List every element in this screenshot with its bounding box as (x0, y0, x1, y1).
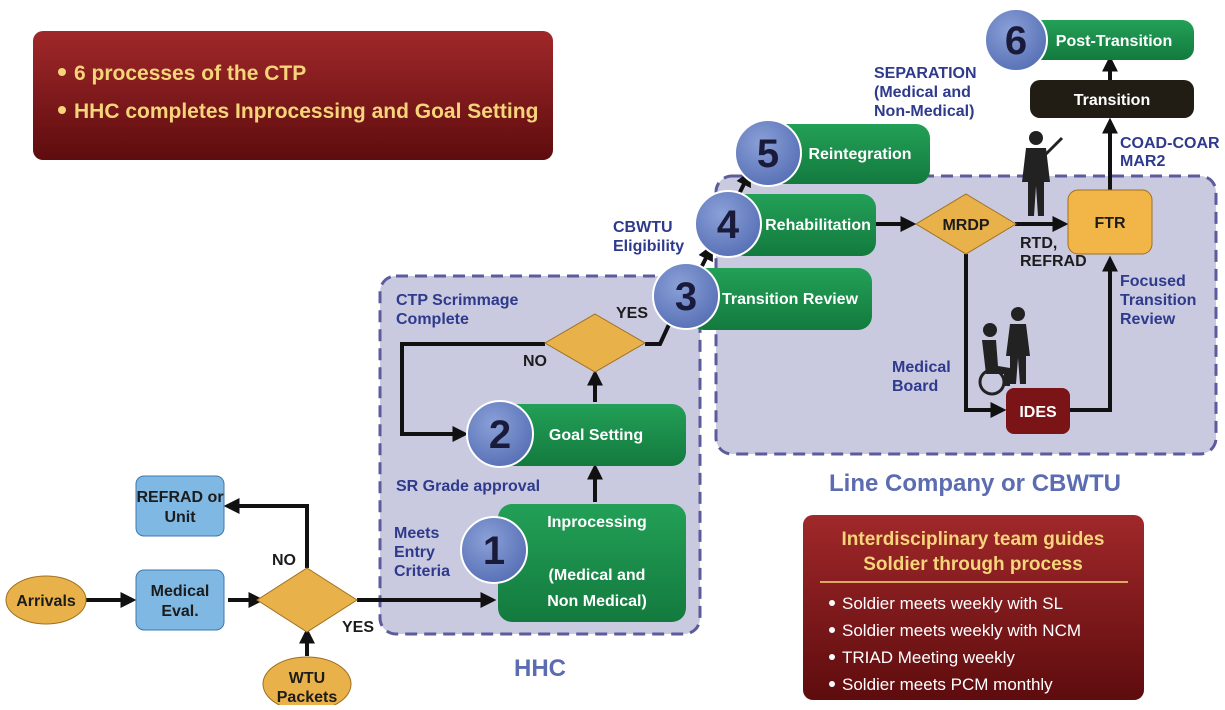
medical-board-figures-icon (978, 307, 1030, 396)
team-box: Interdisciplinary team guides Soldier th… (803, 515, 1144, 700)
step-2-goal-setting: Goal Setting 2 (466, 400, 686, 468)
meets-entry-label-3: Criteria (394, 563, 450, 580)
entry-decision-diamond (256, 567, 358, 633)
ftr-label: FTR (1094, 215, 1126, 232)
meets-entry-label-2: Entry (394, 544, 435, 561)
ctp-banner: 6 processes of the CTP HHC completes Inp… (33, 31, 553, 160)
step-5-reintegration: Reintegration 5 (734, 119, 930, 187)
focused-review-label-2: Transition (1120, 292, 1196, 309)
mrdp-diamond (915, 193, 1017, 255)
line-company-region-label: Line Company or CBWTU (829, 470, 1121, 497)
ctp-scrimmage-label-2: Complete (396, 311, 469, 328)
entry-yes-label: YES (342, 619, 374, 636)
ctp-scrimmage-label-1: CTP Scrimmage (396, 292, 519, 309)
step-6-post-transition: Post-Transition 6 (984, 8, 1194, 72)
refrad-unit-box (135, 475, 225, 537)
medical-eval-label-1: Medical (151, 583, 210, 600)
step-6-number: 6 (1005, 19, 1027, 63)
step-4-rehabilitation: Rehabilitation 4 (694, 190, 876, 258)
refrad-unit-label-2: Unit (164, 509, 196, 526)
step-1-number: 1 (483, 529, 505, 573)
separation-label-1: SEPARATION (874, 65, 977, 82)
cbwtu-eligibility-label-2: Eligibility (613, 238, 684, 255)
ides-label: IDES (1019, 404, 1057, 421)
transition-box (1030, 80, 1194, 118)
team-item-4: Soldier meets PCM monthly (842, 675, 1053, 694)
team-item-3: TRIAD Meeting weekly (842, 648, 1015, 667)
medical-eval-label-2: Eval. (161, 603, 198, 620)
meets-entry-label-1: Meets (394, 525, 439, 542)
step-1-inprocessing: Inprocessing (Medical and Non Medical) 1 (460, 504, 686, 622)
team-item-2: Soldier meets weekly with NCM (842, 621, 1081, 640)
hhc-region-label: HHC (514, 655, 566, 682)
ftr-box (1067, 189, 1153, 255)
scrimmage-yes-label: YES (616, 305, 648, 322)
separation-label-2: (Medical and (874, 84, 971, 101)
focused-review-label-1: Focused (1120, 273, 1186, 290)
step-3-number: 3 (675, 275, 697, 319)
wtu-packets-label-2: Packets (277, 689, 338, 705)
wtu-packets-node (262, 656, 352, 710)
step-2-title: Goal Setting (549, 427, 643, 444)
focused-review-label-3: Review (1120, 311, 1176, 328)
arrivals-label: Arrivals (16, 593, 76, 610)
flow-arrows (85, 55, 1118, 656)
banner-bullet-1: 6 processes of the CTP (74, 62, 306, 85)
team-box-title-1: Interdisciplinary team guides (842, 529, 1105, 550)
refrad-unit-label-1: REFRAD or (136, 489, 223, 506)
step-4-number: 4 (717, 203, 740, 247)
transition-label: Transition (1074, 92, 1150, 109)
team-item-1: Soldier meets weekly with SL (842, 594, 1063, 613)
step-1-subtitle-1: (Medical and (549, 567, 646, 584)
medical-eval-box (135, 569, 225, 631)
step-6-title: Post-Transition (1056, 33, 1172, 50)
rtd-refrad-label-2: REFRAD (1020, 253, 1087, 270)
scrimmage-no-label: NO (523, 353, 547, 370)
scrimmage-decision-diamond (544, 313, 646, 373)
entry-no-label: NO (272, 552, 296, 569)
team-box-title-2: Soldier through process (863, 554, 1083, 575)
step-1-subtitle-2: Non Medical) (547, 593, 647, 610)
step-4-title: Rehabilitation (765, 217, 871, 234)
coad-coar-label-1: COAD-COAR (1120, 135, 1220, 152)
ides-box (1006, 388, 1070, 434)
arrivals-node (5, 575, 87, 625)
medical-board-label-2: Board (892, 378, 938, 395)
banner-bullet-2: HHC completes Inprocessing and Goal Sett… (74, 100, 538, 123)
step-2-number: 2 (489, 413, 511, 457)
wtu-packets-label-1: WTU (289, 670, 325, 687)
rtd-refrad-label-1: RTD, (1020, 235, 1057, 252)
sr-grade-label: SR Grade approval (396, 478, 540, 495)
mrdp-label: MRDP (942, 217, 989, 234)
cbwtu-eligibility-label-1: CBWTU (613, 219, 673, 236)
step-1-title: Inprocessing (547, 514, 647, 531)
step-5-title: Reintegration (808, 146, 911, 163)
coad-coar-label-2: MAR2 (1120, 153, 1165, 170)
medical-board-label-1: Medical (892, 359, 951, 376)
separation-label-3: Non-Medical) (874, 103, 974, 120)
step-5-number: 5 (757, 132, 779, 176)
step-3-title: Transition Review (722, 291, 859, 308)
step-3-transition-review: Transition Review 3 (652, 262, 872, 330)
soldier-silhouette-icon (1022, 131, 1064, 216)
